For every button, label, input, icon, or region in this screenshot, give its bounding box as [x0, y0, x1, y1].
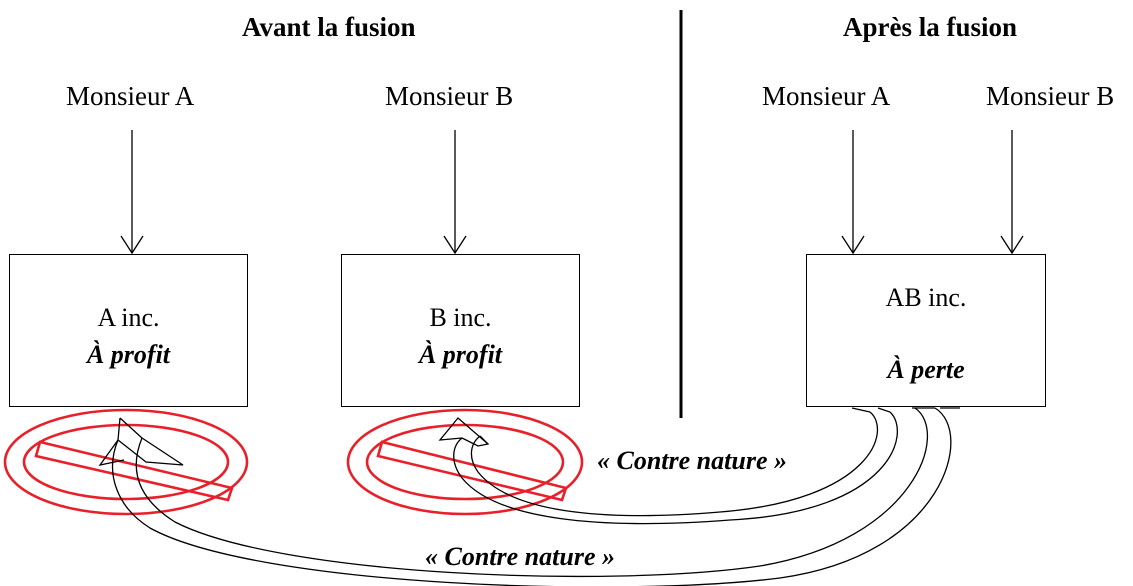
- heading-before-merger: Avant la fusion: [242, 12, 416, 42]
- prohibition-sign-icon: [3, 408, 249, 516]
- person-b-after: Monsieur B: [986, 81, 1115, 111]
- company-name-ab: AB inc.: [885, 283, 967, 312]
- person-b-before: Monsieur B: [385, 81, 514, 111]
- flow-label-lower: « Contre nature »: [425, 542, 615, 571]
- heading-after-merger: Après la fusion: [843, 12, 1018, 42]
- arrow-down-icon: [1000, 130, 1024, 255]
- person-a-after: Monsieur A: [762, 81, 891, 111]
- company-status-a: À profit: [86, 340, 171, 369]
- flow-arrow-to-b: [438, 407, 898, 525]
- company-box-b: B inc. À profit: [341, 254, 580, 407]
- company-box-ab: AB inc. À perte: [806, 254, 1046, 407]
- person-a-before: Monsieur A: [66, 81, 195, 111]
- flow-arrow-to-a: [98, 407, 960, 586]
- company-name-b: B inc.: [429, 303, 492, 332]
- arrow-down-icon: [443, 130, 467, 255]
- prohibition-sign-icon: [346, 408, 584, 516]
- arrow-down-icon: [841, 130, 865, 255]
- company-name-a: A inc.: [97, 303, 160, 332]
- company-status-b: À profit: [418, 340, 503, 369]
- company-box-a: A inc. À profit: [9, 254, 248, 407]
- arrow-down-icon: [120, 130, 144, 255]
- flow-label-upper: « Contre nature »: [597, 446, 787, 475]
- company-status-ab: À perte: [887, 355, 965, 384]
